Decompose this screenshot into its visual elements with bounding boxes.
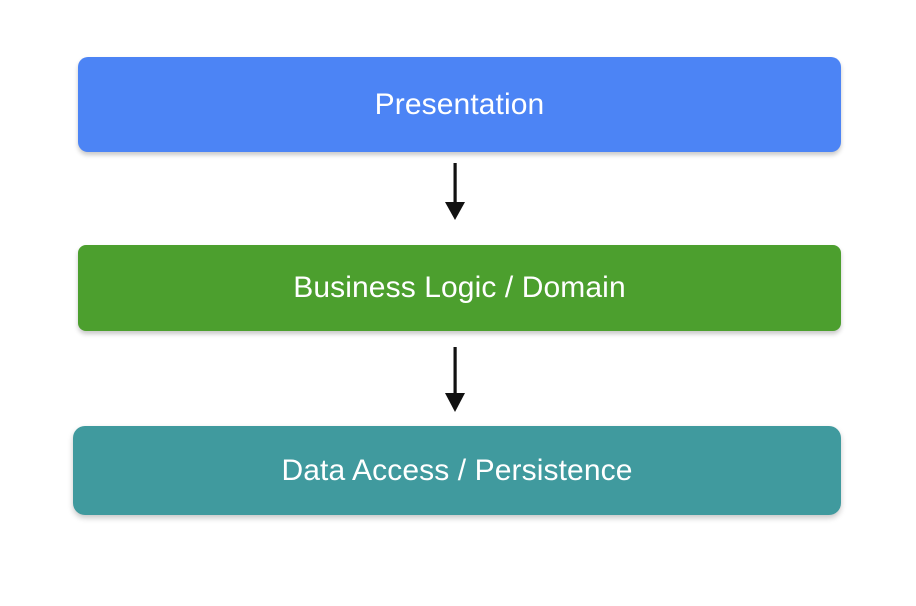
arrow-down-icon-business-to-data [445, 347, 465, 412]
layer-box-business-logic[interactable]: Business Logic / Domain [78, 245, 841, 331]
layer-box-presentation[interactable]: Presentation [78, 57, 841, 152]
layer-label-data-access: Data Access / Persistence [281, 453, 633, 487]
arrow-down-icon-presentation-to-business [445, 163, 465, 220]
layer-label-business-logic: Business Logic / Domain [293, 271, 626, 304]
layer-label-presentation: Presentation [374, 87, 545, 121]
layer-box-data-access[interactable]: Data Access / Persistence [73, 426, 841, 515]
